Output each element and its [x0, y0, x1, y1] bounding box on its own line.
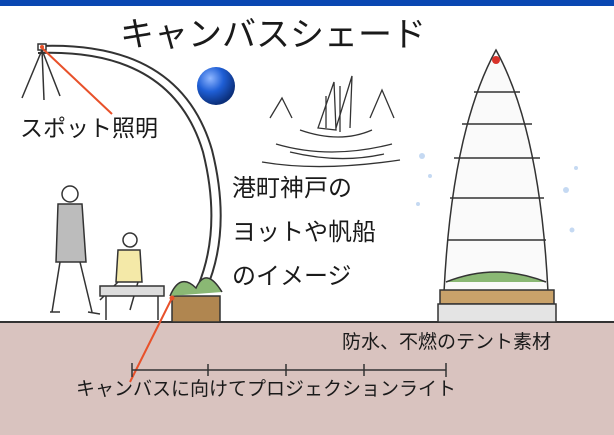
standing-person — [50, 185, 101, 315]
sailboat-sketch — [261, 75, 401, 168]
blue-splash — [416, 153, 578, 233]
spotlight-label: スポット照明 — [20, 116, 158, 142]
top-red-dot — [492, 56, 500, 64]
bench — [99, 285, 165, 320]
fabric-label: 防水、不燃のテント素材 — [342, 331, 552, 353]
projection-label: キャンバスに向けてプロジェクションライト — [76, 378, 457, 400]
port-image-label-line1: 港町神戸の — [232, 174, 352, 202]
projector-pointer-line — [129, 297, 173, 383]
spotlight-pointer-line — [41, 47, 113, 115]
planter — [169, 277, 223, 323]
arch-shade — [37, 44, 222, 291]
dimension-line — [131, 363, 447, 377]
port-image-label-line2: ヨットや帆船 — [232, 218, 376, 246]
ground — [0, 322, 614, 435]
diagram-title: キャンバスシェード — [120, 15, 426, 55]
port-image-label-line3: のイメージ — [232, 262, 352, 290]
tall-canvas-shade — [437, 48, 557, 323]
blue-dot — [197, 67, 235, 105]
top-bar — [0, 0, 614, 6]
